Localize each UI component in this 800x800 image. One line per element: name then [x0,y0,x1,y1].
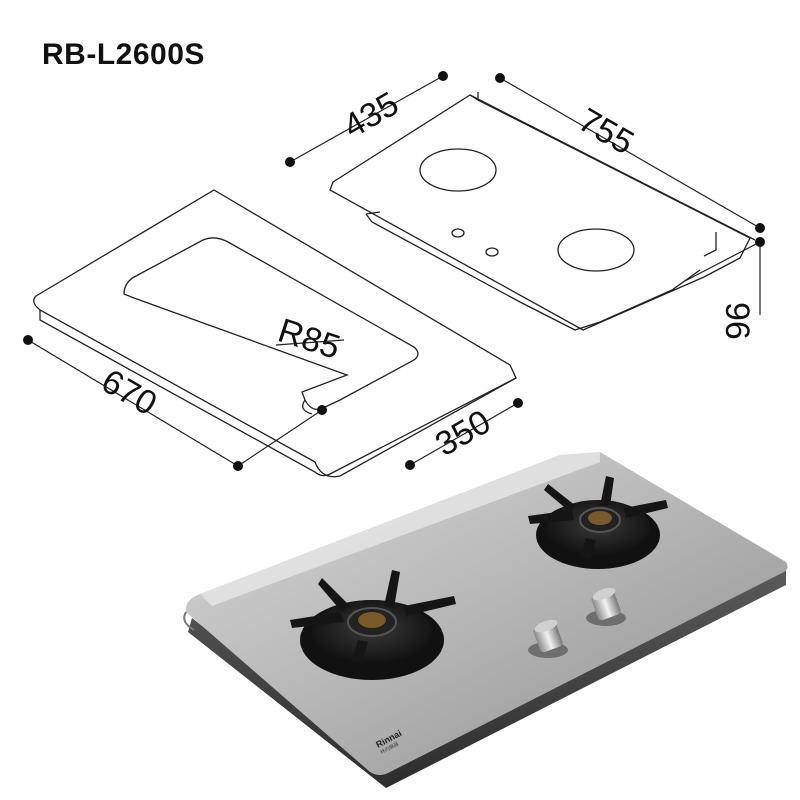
model-title: RB-L2600S [42,38,205,71]
burner-right [528,476,668,569]
burner-left [290,570,456,680]
hob-product-photo: Rinnai 林内機器 [183,452,788,788]
pan-support-left [290,570,456,664]
hob-underside [365,213,701,331]
hob-depth-label: 435 [337,85,405,146]
hob-dimension-lines [289,75,761,315]
burner-outline-left [419,148,497,192]
countertop-cutout-drawing [33,189,517,478]
control-knob-left[interactable] [528,617,568,658]
pan-support-right [528,476,668,560]
control-knob-right[interactable] [586,585,626,626]
hob-dimension-points [285,71,765,247]
burner-outline-right [557,228,635,272]
hob-back-edge [469,92,756,257]
knob-hole-left [451,228,465,238]
hob-outline-drawing [329,92,756,331]
cutout-dimension-lines [27,339,519,467]
cutout-hole [123,237,419,411]
knob-hole-right [485,247,499,257]
hob-height-label: 96 [718,302,756,340]
cutout-dimension-points [23,335,523,471]
